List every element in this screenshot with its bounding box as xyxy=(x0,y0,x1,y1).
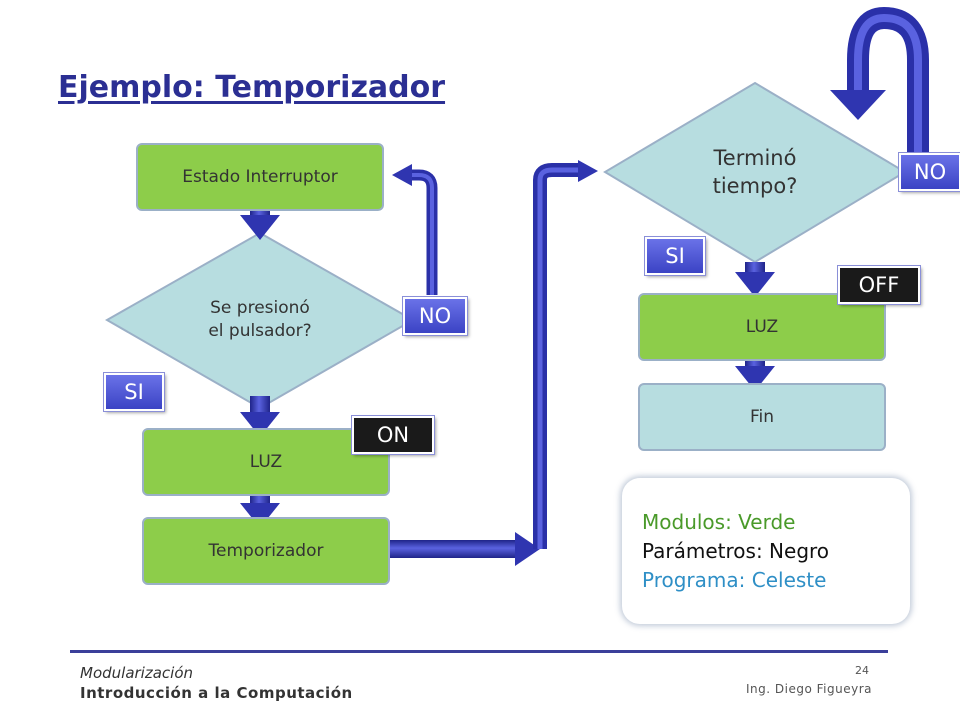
footer-module: Modularización xyxy=(80,664,194,682)
tag-si-right: SI xyxy=(645,237,705,275)
node-fin: Fin xyxy=(638,383,886,451)
legend-programa: Programa: Celeste xyxy=(642,568,827,592)
arrow-termino-to-luz xyxy=(735,262,775,297)
tag-no-left: NO xyxy=(403,297,467,335)
footer-divider xyxy=(70,650,888,653)
footer-author: Ing. Diego Figueyra xyxy=(746,682,872,696)
tag-off: OFF xyxy=(838,266,920,304)
page-title: Ejemplo: Temporizador xyxy=(58,70,446,105)
arrow-temporizador-to-termino xyxy=(390,160,598,566)
arrow-presiono-to-luz xyxy=(240,396,280,437)
node-luz-1-label: LUZ xyxy=(249,452,283,472)
legend-box: Modulos: Verde Parámetros: Negro Program… xyxy=(622,478,910,624)
tag-si-left: SI xyxy=(104,373,164,411)
node-luz-1: LUZ xyxy=(142,428,390,496)
node-estado-interruptor: Estado Interruptor xyxy=(136,143,384,211)
node-luz-2-label: LUZ xyxy=(745,317,779,337)
node-fin-label: Fin xyxy=(749,407,775,427)
node-temporizador-label: Temporizador xyxy=(208,541,324,561)
node-termino-label: Terminó tiempo? xyxy=(712,145,798,198)
node-temporizador: Temporizador xyxy=(142,517,390,585)
legend-parametros: Parámetros: Negro xyxy=(642,539,830,563)
node-luz-2: LUZ xyxy=(638,293,886,361)
tag-no-right: NO xyxy=(899,153,960,191)
tag-on: ON xyxy=(352,416,434,454)
node-presiono-label: Se presionó el pulsador? xyxy=(208,298,312,341)
arrow-no-loop-left xyxy=(392,164,438,295)
legend-modulos: Modulos: Verde xyxy=(642,510,796,534)
arrow-no-loop-right xyxy=(830,6,929,155)
footer-course: Introducción a la Computación xyxy=(80,684,353,702)
node-estado-label: Estado Interruptor xyxy=(182,167,338,187)
page-number: 24 xyxy=(855,664,869,677)
